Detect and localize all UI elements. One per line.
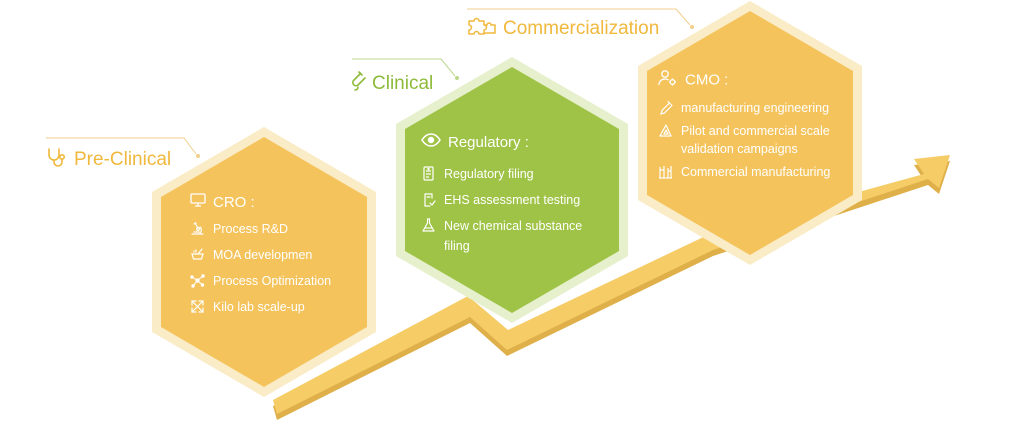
cmo-title: CMO : [685,71,729,89]
regulatory-card: Regulatory : Regulatory filing EHS asses… [421,133,611,262]
regulatory-heading: Regulatory : [421,133,611,153]
flask-icon [421,218,436,239]
cro-item-label: MOA developmen [213,248,313,263]
commercialization-text: Commercialization [503,18,660,39]
clinical-leader-dot [455,76,459,80]
regulatory-title: Regulatory : [448,134,529,152]
cro-item-process-rd: Process R&D [190,219,370,239]
cro-item-kilo-lab: Kilo lab scale-up [190,297,370,317]
cmo-item-label: manufacturing engineering [681,101,830,115]
expand-icon [190,299,205,320]
cmo-heading: CMO : [658,69,854,92]
leader-lines [46,8,691,155]
cro-hexagon [161,137,367,387]
regulatory-list: Regulatory filing EHS assessment testing… [421,164,611,256]
cmo-item-manufacturing: Commercial manufacturing [658,163,854,181]
cro-item-label: Kilo lab scale-up [213,300,305,315]
commercialization-leader [467,8,691,26]
eye-icon [421,133,441,153]
regulatory-item-filing: Regulatory filing [421,164,611,184]
monitor-icon [190,193,206,213]
stage-label-clinical: Clinical [350,70,433,98]
cro-list: Process R&D MOA developmen Process Optim… [190,219,370,317]
clipboard-icon [421,192,436,213]
stethoscope-icon [46,146,68,174]
clinical-leader [352,58,456,77]
pipette-icon [658,100,673,120]
cro-item-optimization: Process Optimization [190,271,370,291]
preclinical-leader-dot [196,154,200,158]
regulatory-hexagon [405,67,619,313]
clinical-text: Clinical [372,73,434,94]
mortar-icon [190,247,205,268]
user-gear-icon [658,69,678,92]
preclinical-text: Pre-Clinical [74,149,172,170]
cro-card: CRO : Process R&D MOA developmen [190,193,370,323]
cro-item-label: Process R&D [213,222,289,237]
cmo-list: manufacturing engineering Pilot and comm… [658,99,854,181]
cmo-item-pilot: Pilot and commercial scale validation ca… [658,122,854,158]
stage-label-preclinical: Pre-Clinical [46,146,171,174]
cmo-item-engineering: manufacturing engineering [658,99,854,117]
cmo-item-label: Pilot and commercial scale validation ca… [681,124,830,156]
test-tube-icon [350,70,366,98]
regulatory-item-label: EHS assessment testing [444,193,581,208]
cro-heading: CRO : [190,193,370,213]
regulatory-item-new-substance: New chemical substance filing [421,216,611,256]
cro-item-label: Process Optimization [213,274,332,289]
cmo-item-label: Commercial manufacturing [681,165,831,179]
regulatory-item-ehs: EHS assessment testing [421,190,611,210]
regulatory-item-label: New chemical substance filing [444,219,583,254]
cro-title: CRO : [213,194,255,212]
cmo-card: CMO : manufacturing engineering Pilot an… [658,69,854,186]
preclinical-leader [46,137,197,155]
molecule-icon [190,273,205,294]
commercialization-leader-dot [690,25,694,29]
puzzle-icon [467,16,497,42]
factory-icon [658,164,673,184]
microscope-icon [190,221,205,242]
stage-label-commercialization: Commercialization [467,16,659,42]
setsquare-icon [658,123,673,143]
cmo-hexagon [647,11,853,255]
cro-item-moa: MOA developmen [190,245,370,265]
regulatory-item-label: Regulatory filing [444,167,534,182]
document-icon [421,166,436,187]
